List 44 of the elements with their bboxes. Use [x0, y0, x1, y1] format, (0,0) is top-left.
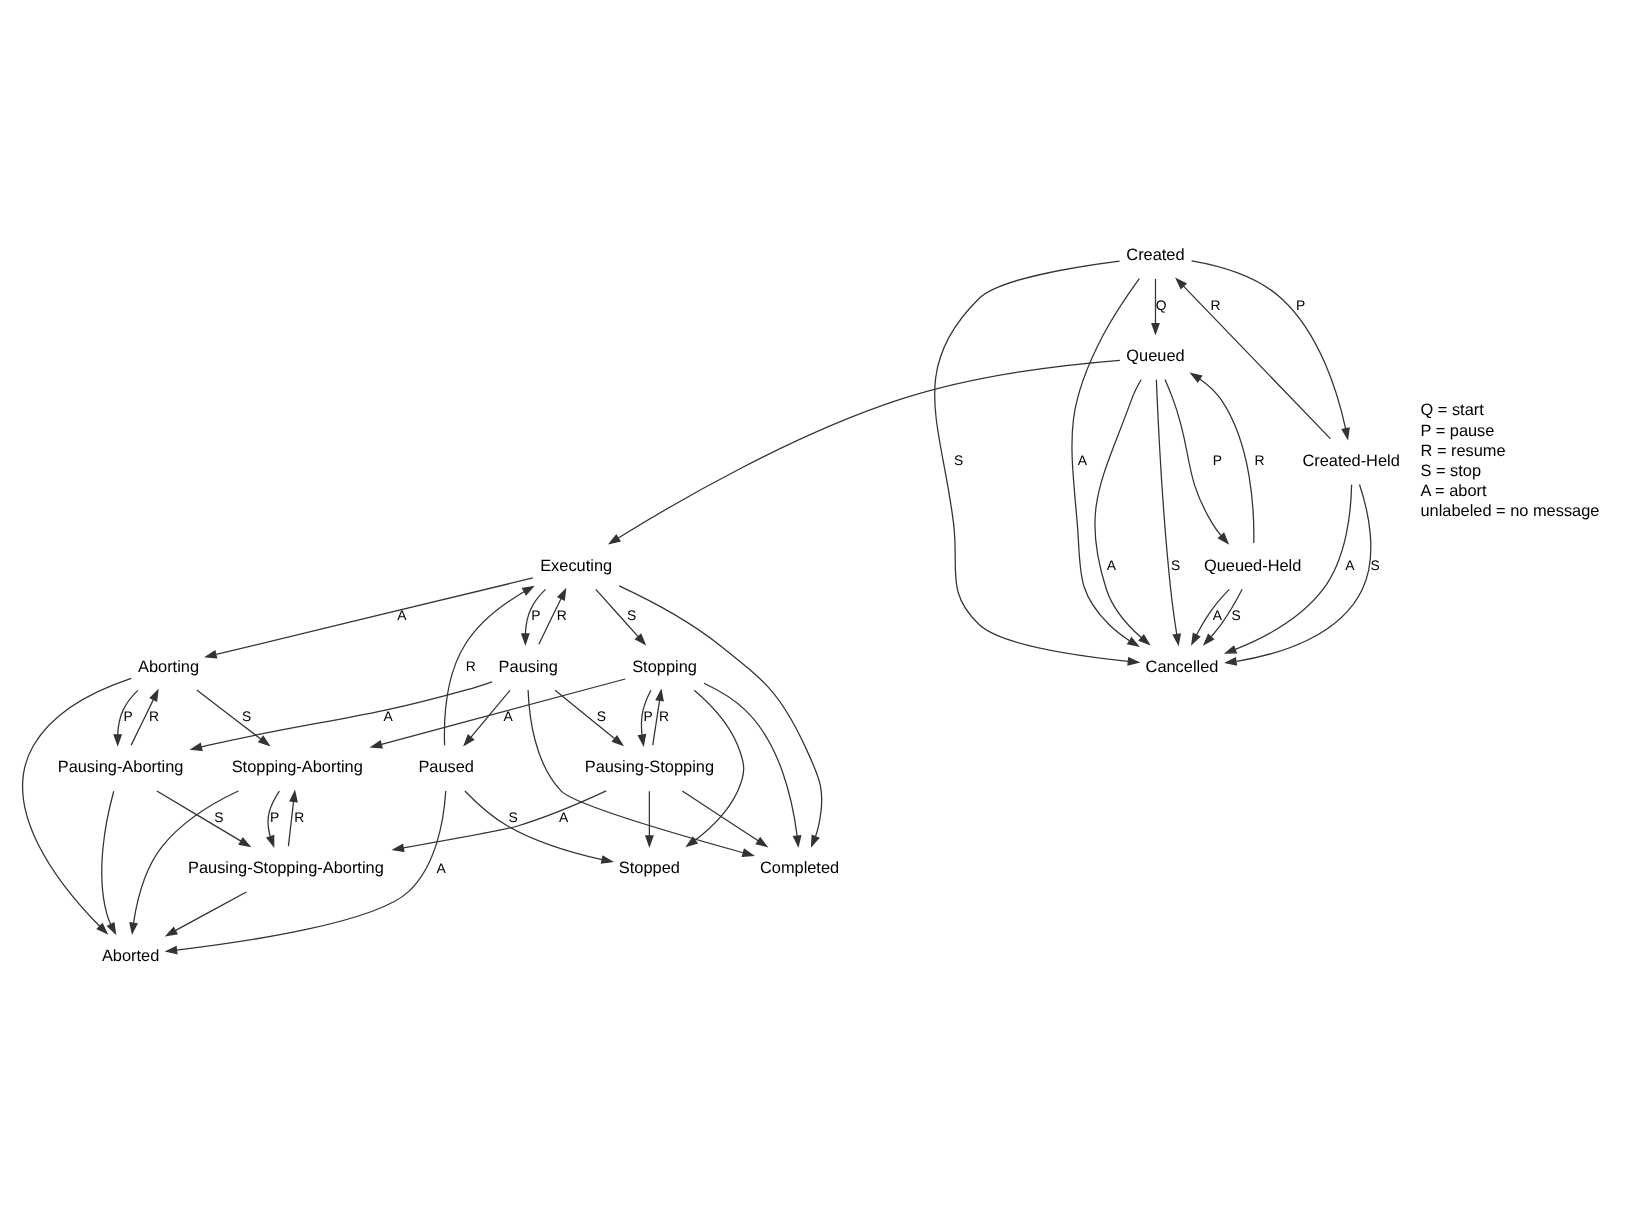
arrow [130, 687, 159, 745]
arrow [527, 688, 755, 856]
arrow [1151, 277, 1160, 335]
arrow [463, 688, 511, 746]
arrow [113, 688, 139, 746]
arrow [1175, 276, 1331, 439]
arrow [164, 789, 447, 954]
arrow [101, 789, 117, 935]
arrow [443, 584, 535, 745]
arrow [156, 789, 252, 847]
arrow [1094, 378, 1151, 645]
arrow [1164, 377, 1230, 544]
arrow [1223, 483, 1353, 653]
arrow [934, 259, 1141, 665]
arrow [1224, 482, 1372, 665]
arrow [652, 687, 664, 745]
arrow [595, 587, 647, 645]
arrow [637, 688, 652, 746]
arrow [265, 789, 280, 848]
arrow [538, 586, 567, 644]
arrow [520, 587, 547, 645]
arrow [685, 688, 745, 847]
arrow [1155, 378, 1182, 646]
arrow [464, 789, 614, 863]
arrow [129, 789, 239, 935]
arrow [1191, 259, 1350, 440]
arrow [204, 576, 534, 658]
arrow [189, 680, 493, 751]
arrow [1071, 276, 1140, 647]
arrow [391, 789, 607, 852]
arrow [618, 584, 823, 847]
arrow [196, 688, 271, 746]
arrow [1191, 587, 1230, 645]
arrow [703, 681, 802, 848]
arrow [681, 789, 769, 847]
arrow [1202, 587, 1243, 645]
arrow [1189, 371, 1255, 543]
arrow [644, 789, 654, 847]
arrow [369, 677, 626, 748]
arrow [287, 788, 298, 846]
arrow [554, 688, 625, 746]
arrow [22, 676, 132, 934]
arrow [607, 358, 1121, 544]
arrow [164, 890, 247, 936]
